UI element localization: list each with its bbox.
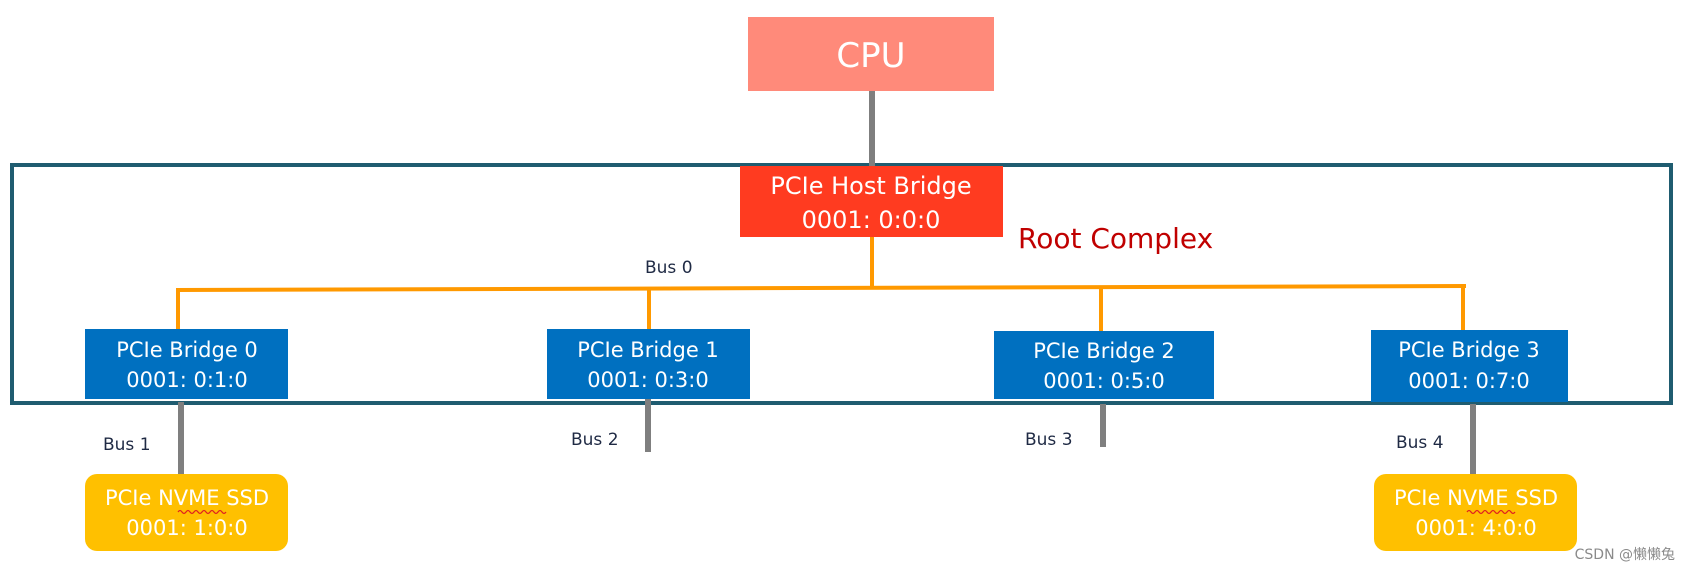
bridge-1-address: 0001: 0:3:0 [587,368,708,392]
bridge-0-title: PCIe Bridge 0 [116,338,258,362]
host-bridge-address: 0001: 0:0:0 [802,206,941,234]
bus0-label: Bus 0 [645,258,693,278]
bus4-label: Bus 4 [1396,433,1444,453]
ssd-2-address: 0001: 4:0:0 [1415,516,1536,540]
ssd-1-spellcheck-underline [177,509,227,515]
ssd-1-title: PCIe NVME SSD [105,486,269,510]
bus0-horizontal-line [175,284,1467,292]
ssd-1-address: 0001: 1:0:0 [126,516,247,540]
pcie-bridge-0: PCIe Bridge 0 0001: 0:1:0 [85,329,288,399]
bus3-label: Bus 3 [1025,430,1073,450]
cpu-label: CPU [836,36,905,76]
nvme-ssd-bus4: PCIe NVME SSD 0001: 4:0:0 [1374,474,1577,551]
ssd-2-title: PCIe NVME SSD [1394,486,1558,510]
bridge-3-title: PCIe Bridge 3 [1398,338,1540,362]
bus1-label: Bus 1 [103,435,151,455]
bridge-1-title: PCIe Bridge 1 [577,338,719,362]
pcie-bridge-3: PCIe Bridge 3 0001: 0:7:0 [1371,330,1568,402]
pcie-bridge-1: PCIe Bridge 1 0001: 0:3:0 [547,329,750,399]
cpu-node: CPU [748,17,994,91]
nvme-ssd-bus1: PCIe NVME SSD 0001: 1:0:0 [85,474,288,551]
root-complex-frame [10,163,1673,405]
pcie-bridge-2: PCIe Bridge 2 0001: 0:5:0 [994,331,1214,399]
host-bridge-node: PCIe Host Bridge 0001: 0:0:0 [740,166,1003,237]
bridge-2-title: PCIe Bridge 2 [1033,339,1175,363]
bus2-label: Bus 2 [571,430,619,450]
ssd-2-spellcheck-underline [1466,509,1516,515]
bridge-0-address: 0001: 0:1:0 [126,368,247,392]
bridge-2-address: 0001: 0:5:0 [1043,369,1164,393]
watermark: CSDN @懒懒兔 [1575,547,1675,563]
bridge-3-address: 0001: 0:7:0 [1408,369,1529,393]
root-complex-label: Root Complex [1018,222,1213,255]
host-bridge-title: PCIe Host Bridge [770,172,971,200]
